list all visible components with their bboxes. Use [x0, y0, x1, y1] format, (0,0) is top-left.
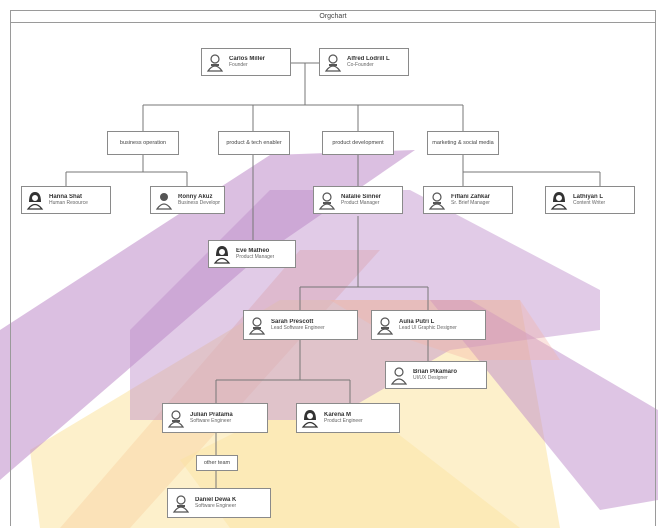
person-name: Julian Pratama	[190, 411, 233, 418]
dept-label: other team	[203, 459, 231, 466]
dept-other-team[interactable]: other team	[196, 455, 238, 471]
person-name: Aulia Putri L	[399, 318, 435, 325]
person-avatar-icon	[376, 317, 394, 335]
person-role: UI/UX Designer	[413, 374, 448, 381]
person-avatar-icon	[324, 54, 342, 72]
dept-label: business operation	[119, 139, 167, 146]
person-role: Product Manager	[236, 253, 275, 260]
person-name: Carlos Miller	[229, 55, 266, 62]
chart-title: Orgchart	[10, 10, 656, 23]
person-name: Daniel Dewa K	[195, 496, 237, 503]
person-avatar-icon	[213, 246, 231, 264]
person-name: Lathiyan L	[573, 193, 604, 200]
person-role: Founder	[229, 61, 248, 68]
person-role: Sr. Brief Manager	[451, 199, 490, 206]
person-role: Product Engineer	[324, 417, 363, 424]
person-avatar-icon	[172, 495, 190, 513]
person-role: Product Manager	[341, 199, 380, 206]
person-role: Software Engineer	[195, 502, 237, 509]
person-avatar-icon	[167, 410, 185, 428]
person-name: Hanna Shat	[49, 193, 83, 200]
person-avatar-icon	[206, 54, 224, 72]
dept-marketing-social[interactable]: marketing & social media	[427, 131, 499, 155]
person-role: Co-Founder	[347, 61, 374, 68]
person-avatar-icon	[26, 192, 44, 210]
person-avatar-icon	[550, 192, 568, 210]
person-avatar-icon	[390, 367, 408, 385]
person-name: Eve Matheo	[236, 247, 270, 254]
person-avatar-icon	[318, 192, 336, 210]
person-name: Karena M	[324, 411, 352, 418]
person-avatar-icon	[428, 192, 446, 210]
person-avatar-icon	[248, 317, 266, 335]
dept-product-tech[interactable]: product & tech enabler	[218, 131, 290, 155]
person-avatar-icon	[301, 410, 319, 428]
person-role: Lead Software Engineer	[271, 324, 325, 331]
dept-label: product development	[332, 139, 384, 146]
dept-label: product & tech enabler	[226, 139, 282, 146]
person-name: Sarah Prescott	[271, 318, 314, 325]
person-role: Business Development	[178, 199, 220, 206]
dept-product-development[interactable]: product development	[322, 131, 394, 155]
person-name: Natalie Sinner	[341, 193, 382, 200]
person-role: Human Resource	[49, 199, 88, 206]
dept-business-operation[interactable]: business operation	[107, 131, 179, 155]
person-role: Lead UI Graphic Designer	[399, 324, 457, 331]
person-role: Content Writer	[573, 199, 606, 206]
chart-frame	[10, 10, 656, 526]
person-name: Fiflani Zahkar	[451, 193, 491, 200]
person-name: Alfred Lodrill L	[347, 55, 390, 62]
person-avatar-icon	[155, 193, 173, 210]
person-name: Brian Pikamaro	[413, 368, 458, 375]
person-name: Ronny Akuz	[178, 193, 213, 200]
person-role: Software Engineer	[190, 417, 232, 424]
dept-label: marketing & social media	[432, 139, 494, 146]
